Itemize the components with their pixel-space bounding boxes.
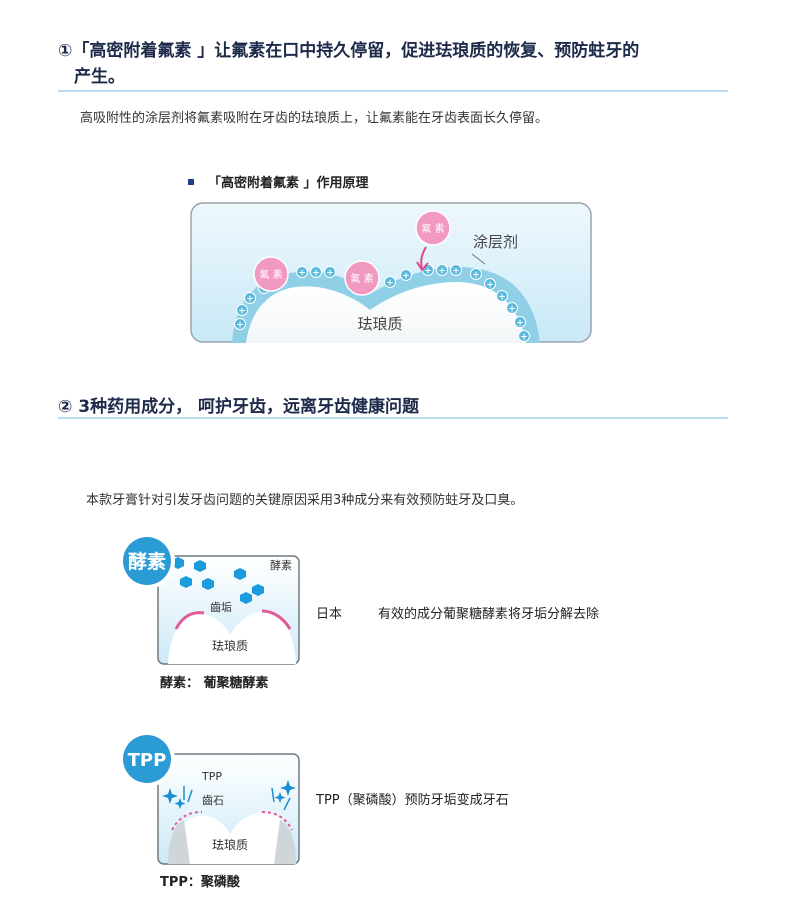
tpp-diagram: TPP TPP 齒石 珐琅质 — [119, 731, 300, 865]
section1-heading-line2: 产生。 — [74, 67, 125, 87]
plaque-label: 齒垢 — [210, 601, 232, 614]
section2-divider — [58, 417, 728, 419]
svg-text:+: + — [246, 295, 254, 305]
svg-text:氟 素: 氟 素 — [421, 222, 444, 235]
enzyme-hex-icons — [172, 557, 264, 604]
svg-text:+: + — [486, 281, 494, 291]
tpp-desc: TPP（聚磷酸）预防牙垢变成牙石 — [316, 793, 509, 808]
fluorine-ion-left: 氟 素 — [253, 256, 289, 292]
svg-text:+: + — [472, 271, 480, 281]
attach-arrow-icon — [420, 246, 427, 269]
fluorine-coating-diagram: +++ +++ +++ +++ +++ +++ 氟 素 氟 素 氟 素 涂层剂 … — [190, 202, 592, 343]
enamel-label-3: 珐琅质 — [212, 837, 248, 852]
enzyme-diagram: 酵素 酵素 齒垢 珐琅质 — [119, 537, 300, 665]
tpp-caption: TPP：聚磷酸 — [160, 875, 240, 890]
svg-text:+: + — [386, 279, 394, 289]
svg-text:+: + — [520, 333, 528, 343]
enzyme-label: 酵素 — [270, 559, 292, 572]
section1-divider — [58, 90, 728, 92]
section1-heading-line1: ①「高密附着氟素 」让氟素在口中持久停留，促进珐琅质的恢复、预防蛀牙的 — [58, 41, 640, 61]
section1-heading: ①「高密附着氟素 」让氟素在口中持久停留，促进珐琅质的恢复、预防蛀牙的 产生。 — [58, 38, 738, 90]
tpp-label: TPP — [201, 770, 222, 783]
enzyme-caption: 酵素： 葡聚糖酵素 — [160, 676, 269, 691]
svg-text:+: + — [516, 319, 524, 329]
enzyme-badge-circle — [123, 537, 171, 585]
svg-text:+: + — [326, 269, 334, 279]
section2-heading: ② 3种药用成分， 呵护牙齿，远离牙齿健康问题 — [58, 397, 420, 417]
svg-text:+: + — [424, 267, 432, 277]
diagram1-title: 「高密附着氟素 」作用原理 — [188, 172, 369, 191]
svg-text:+: + — [438, 267, 446, 277]
diagram1-title-text: 「高密附着氟素 」作用原理 — [208, 176, 369, 191]
enzyme-desc-prefix: 日本 — [316, 607, 343, 622]
svg-text:氟 素: 氟 素 — [350, 272, 373, 285]
coating-label: 涂层剂 — [473, 233, 518, 251]
svg-text:+: + — [402, 272, 410, 282]
svg-text:氟 素: 氟 素 — [259, 268, 282, 281]
bullet-square-icon — [188, 179, 194, 185]
tartar-label: 齒石 — [202, 794, 224, 807]
svg-text:+: + — [298, 269, 306, 279]
svg-text:+: + — [498, 293, 506, 303]
section1-description: 高吸附性的涂层剂将氟素吸附在牙齿的珐琅质上，让氟素能在牙齿表面长久停留。 — [80, 111, 549, 126]
svg-text:+: + — [236, 321, 244, 331]
enzyme-desc: 有效的成分葡聚糖酵素将牙垢分解去除 — [378, 607, 600, 622]
enamel-label: 珐琅质 — [357, 315, 402, 333]
enzyme-badge-text: 酵素 — [128, 550, 166, 573]
svg-text:+: + — [238, 307, 246, 317]
enamel-label-2: 珐琅质 — [212, 638, 248, 653]
fluorine-ion-top: 氟 素 — [415, 210, 451, 246]
section2-description: 本款牙膏针对引发牙齿问题的关键原因采用3种成分来有效预防蛀牙及口臭。 — [86, 493, 524, 508]
sparkle-icons — [162, 780, 296, 809]
tpp-badge-text: TPP — [128, 750, 167, 771]
fluorine-ion-middle: 氟 素 — [344, 260, 380, 296]
svg-text:+: + — [312, 269, 320, 279]
svg-text:+: + — [452, 267, 460, 277]
svg-text:+: + — [508, 305, 516, 315]
tpp-badge-circle — [123, 735, 171, 783]
